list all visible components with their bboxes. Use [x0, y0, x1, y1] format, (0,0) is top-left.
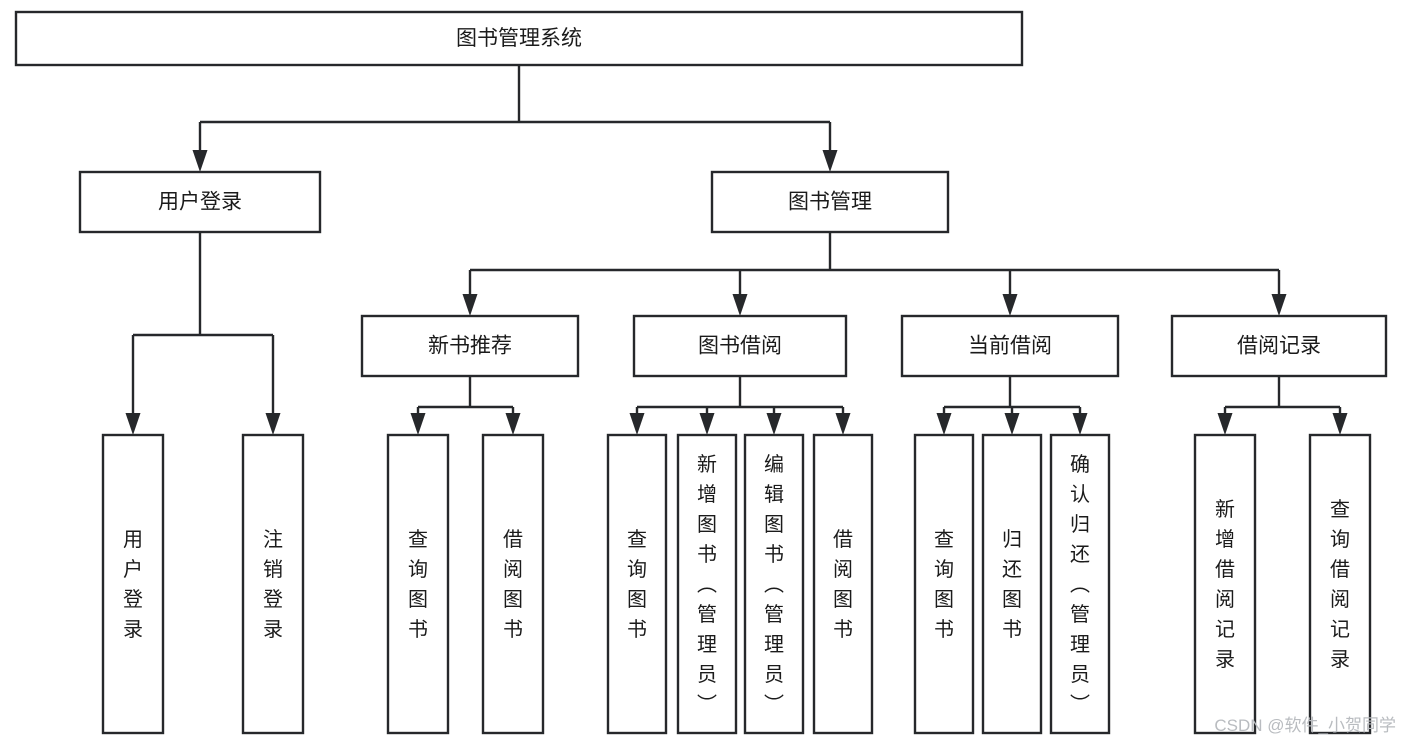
node-label: 查询图书 — [934, 528, 954, 641]
node-l-add-book[interactable]: 新增图书︵管理员︶ — [676, 433, 738, 735]
node-label: 查询图书 — [627, 528, 647, 641]
node-label: 图书管理 — [788, 191, 872, 214]
node-box — [386, 433, 450, 735]
node-label: 当前借阅 — [968, 335, 1052, 358]
node-box — [78, 170, 322, 234]
node-label: 图书借阅 — [698, 335, 782, 358]
node-label: 借阅记录 — [1237, 335, 1321, 358]
node-box — [1308, 433, 1372, 735]
node-box — [101, 433, 165, 735]
node-box — [632, 314, 848, 378]
edge-arrowhead — [732, 294, 748, 316]
edge-arrowhead — [766, 413, 782, 435]
node-l-query-book-3[interactable]: 查询图书 — [913, 433, 975, 735]
node-label: 图书管理系统 — [456, 27, 582, 50]
node-n-book-borrow[interactable]: 图书借阅 — [632, 314, 848, 378]
edge-arrowhead — [822, 150, 838, 172]
node-box — [710, 170, 950, 234]
node-n-borrow-record[interactable]: 借阅记录 — [1170, 314, 1388, 378]
node-label: 查询借阅记录 — [1330, 498, 1350, 671]
edges-layer — [125, 65, 1348, 435]
node-l-logout[interactable]: 注销登录 — [241, 433, 305, 735]
node-box — [676, 433, 738, 735]
node-box — [913, 433, 975, 735]
node-box — [606, 433, 668, 735]
node-label: 编辑图书︵管理员︶ — [764, 453, 784, 716]
node-root[interactable]: 图书管理系统 — [14, 10, 1024, 67]
node-l-borrow-book-1[interactable]: 借阅图书 — [481, 433, 545, 735]
node-label: 用户登录 — [123, 529, 143, 641]
node-n-user-login[interactable]: 用户登录 — [78, 170, 322, 234]
node-label: 查询图书 — [408, 528, 428, 641]
edge-arrowhead — [462, 294, 478, 316]
node-label: 借阅图书 — [503, 528, 523, 641]
node-l-borrow-book-2[interactable]: 借阅图书 — [812, 433, 874, 735]
node-box — [1193, 433, 1257, 735]
edge-arrowhead — [505, 413, 521, 435]
node-n-current-borrow[interactable]: 当前借阅 — [900, 314, 1120, 378]
csdn-watermark: CSDN @软件_小贺同学 — [1214, 716, 1396, 735]
node-box — [14, 10, 1024, 67]
node-l-query-record[interactable]: 查询借阅记录 — [1308, 433, 1372, 735]
edge-arrowhead — [1004, 413, 1020, 435]
node-label: 借阅图书 — [833, 528, 853, 641]
edge-arrowhead — [936, 413, 952, 435]
node-box — [1049, 433, 1111, 735]
node-l-add-record[interactable]: 新增借阅记录 — [1193, 433, 1257, 735]
edge-arrowhead — [629, 413, 645, 435]
node-l-user-login[interactable]: 用户登录 — [101, 433, 165, 735]
node-label: 新增借阅记录 — [1215, 498, 1235, 671]
node-l-edit-book[interactable]: 编辑图书︵管理员︶ — [743, 433, 805, 735]
edge-arrowhead — [125, 413, 141, 435]
edge-arrowhead — [192, 150, 208, 172]
node-label: 注销登录 — [263, 528, 283, 641]
nodes-layer: 图书管理系统用户登录图书管理新书推荐图书借阅当前借阅借阅记录用户登录注销登录查询… — [14, 10, 1388, 735]
edge-arrowhead — [835, 413, 851, 435]
edge-arrowhead — [1217, 413, 1233, 435]
edge-arrowhead — [265, 413, 281, 435]
edge-arrowhead — [1271, 294, 1287, 316]
edge-arrowhead — [1332, 413, 1348, 435]
node-l-confirm-return[interactable]: 确认归还︵管理员︶ — [1049, 433, 1111, 735]
node-l-query-book-2[interactable]: 查询图书 — [606, 433, 668, 735]
node-l-return-book[interactable]: 归还图书 — [981, 433, 1043, 735]
node-box — [1170, 314, 1388, 378]
node-box — [981, 433, 1043, 735]
edge-arrowhead — [699, 413, 715, 435]
edge-arrowhead — [410, 413, 426, 435]
node-label: 归还图书 — [1002, 528, 1022, 641]
edge-arrowhead — [1002, 294, 1018, 316]
node-label: 新书推荐 — [428, 335, 512, 358]
node-label: 确认归还︵管理员︶ — [1070, 453, 1090, 716]
node-box — [481, 433, 545, 735]
node-box — [360, 314, 580, 378]
node-l-query-book-1[interactable]: 查询图书 — [386, 433, 450, 735]
node-n-new-book-rec[interactable]: 新书推荐 — [360, 314, 580, 378]
node-n-book-manage[interactable]: 图书管理 — [710, 170, 950, 234]
node-box — [812, 433, 874, 735]
node-box — [241, 433, 305, 735]
node-label: 新增图书︵管理员︶ — [697, 453, 717, 716]
edge-arrowhead — [1072, 413, 1088, 435]
node-label: 用户登录 — [158, 191, 242, 214]
node-box — [900, 314, 1120, 378]
node-box — [743, 433, 805, 735]
